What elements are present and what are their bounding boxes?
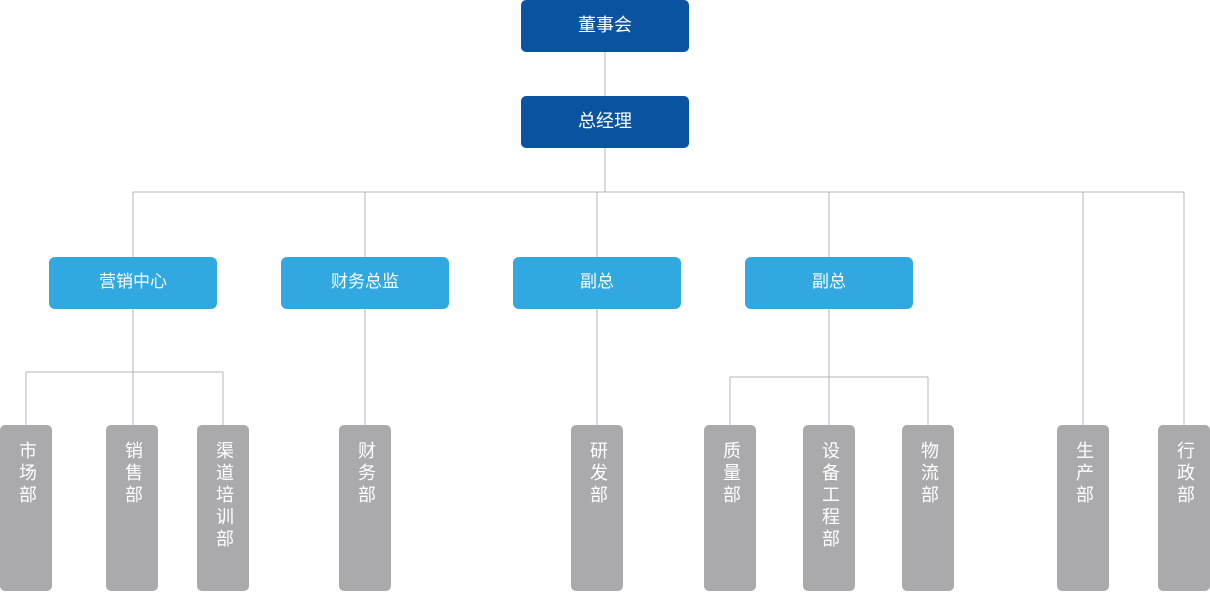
node-marketing-center[interactable]: 营销中心 [49, 257, 217, 309]
node-production-dept[interactable]: 生产部 [1057, 425, 1109, 591]
node-board-label: 董事会 [578, 14, 632, 36]
node-vp-one[interactable]: 副总 [513, 257, 681, 309]
node-quality-dept-label: 质量部 [720, 441, 741, 507]
node-logistics-dept[interactable]: 物流部 [902, 425, 954, 591]
node-general-manager-label: 总经理 [578, 110, 632, 132]
node-sales-dept[interactable]: 销售部 [106, 425, 158, 591]
node-vp-two[interactable]: 副总 [745, 257, 913, 309]
node-finance-director-label: 财务总监 [331, 272, 399, 293]
node-finance-director[interactable]: 财务总监 [281, 257, 449, 309]
node-marketing-center-label: 营销中心 [99, 272, 167, 293]
node-board[interactable]: 董事会 [521, 0, 689, 52]
node-finance-dept-label: 财务部 [355, 441, 376, 507]
node-logistics-dept-label: 物流部 [918, 441, 939, 507]
node-equipment-engineering-dept-label: 设备工程部 [819, 441, 840, 551]
node-production-dept-label: 生产部 [1073, 441, 1094, 507]
node-vp-one-label: 副总 [580, 272, 614, 293]
node-general-manager[interactable]: 总经理 [521, 96, 689, 148]
node-sales-dept-label: 销售部 [122, 441, 143, 507]
node-channel-training-dept[interactable]: 渠道培训部 [197, 425, 249, 591]
node-channel-training-dept-label: 渠道培训部 [213, 441, 234, 551]
node-administration-dept-label: 行政部 [1174, 441, 1195, 507]
node-market-dept[interactable]: 市场部 [0, 425, 52, 591]
node-market-dept-label: 市场部 [16, 441, 37, 507]
node-rd-dept-label: 研发部 [587, 441, 608, 507]
node-equipment-engineering-dept[interactable]: 设备工程部 [803, 425, 855, 591]
node-quality-dept[interactable]: 质量部 [704, 425, 756, 591]
node-vp-two-label: 副总 [812, 272, 846, 293]
node-rd-dept[interactable]: 研发部 [571, 425, 623, 591]
node-administration-dept[interactable]: 行政部 [1158, 425, 1210, 591]
node-finance-dept[interactable]: 财务部 [339, 425, 391, 591]
